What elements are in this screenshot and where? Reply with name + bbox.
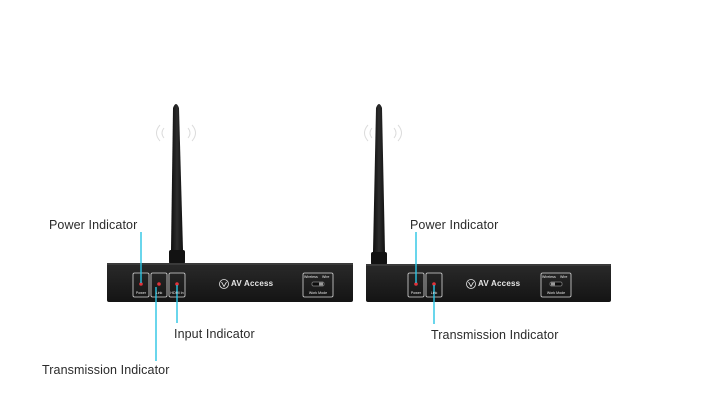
left-logo-icon — [219, 279, 229, 289]
left-switch-label-wire: Wire — [322, 275, 330, 279]
left-transmission-indicator-label: Transmission Indicator — [42, 363, 170, 377]
left-input-led — [175, 282, 179, 286]
right-link-led — [432, 282, 436, 286]
right-brand-label: AV Access — [478, 279, 521, 288]
left-device — [107, 104, 353, 302]
left-switch-label-wireless: Wireless — [304, 275, 318, 279]
left-power-indicator-label: Power Indicator — [49, 218, 138, 232]
left-antenna-base — [169, 250, 185, 264]
right-switch-label-wireless: Wireless — [542, 275, 556, 279]
left-switch-caption: Work Mode — [308, 291, 328, 295]
right-transmission-indicator-label: Transmission Indicator — [431, 328, 559, 342]
right-power-led — [414, 282, 418, 286]
right-device-body — [366, 264, 611, 302]
left-device-body — [107, 263, 353, 302]
left-brand-label: AV Access — [231, 279, 274, 288]
right-power-indicator-label: Power Indicator — [410, 218, 499, 232]
right-switch-caption: Work Mode — [546, 291, 566, 295]
right-work-mode-box — [540, 272, 572, 298]
left-link-button[interactable] — [150, 272, 168, 298]
right-antenna-base — [371, 252, 387, 265]
left-link-button-label: Link — [155, 291, 163, 295]
left-power-led — [139, 282, 143, 286]
left-work-mode-box — [302, 272, 334, 298]
callout-lines — [140, 232, 435, 361]
right-power-button-label: Power — [410, 291, 422, 295]
right-wifi-icon — [364, 124, 402, 142]
left-input-indicator-label: Input Indicator — [174, 327, 255, 341]
left-antenna — [171, 104, 183, 250]
right-link-button-label: Link — [430, 291, 438, 295]
left-wifi-icon — [156, 124, 196, 142]
left-hdmi-button-label: HDMI In — [170, 291, 184, 295]
left-power-button-label: Power — [135, 291, 147, 295]
left-link-led — [157, 282, 161, 286]
right-logo-icon — [466, 279, 476, 289]
right-device — [364, 104, 611, 302]
right-switch-label-wire: Wire — [560, 275, 568, 279]
right-antenna — [373, 104, 385, 252]
